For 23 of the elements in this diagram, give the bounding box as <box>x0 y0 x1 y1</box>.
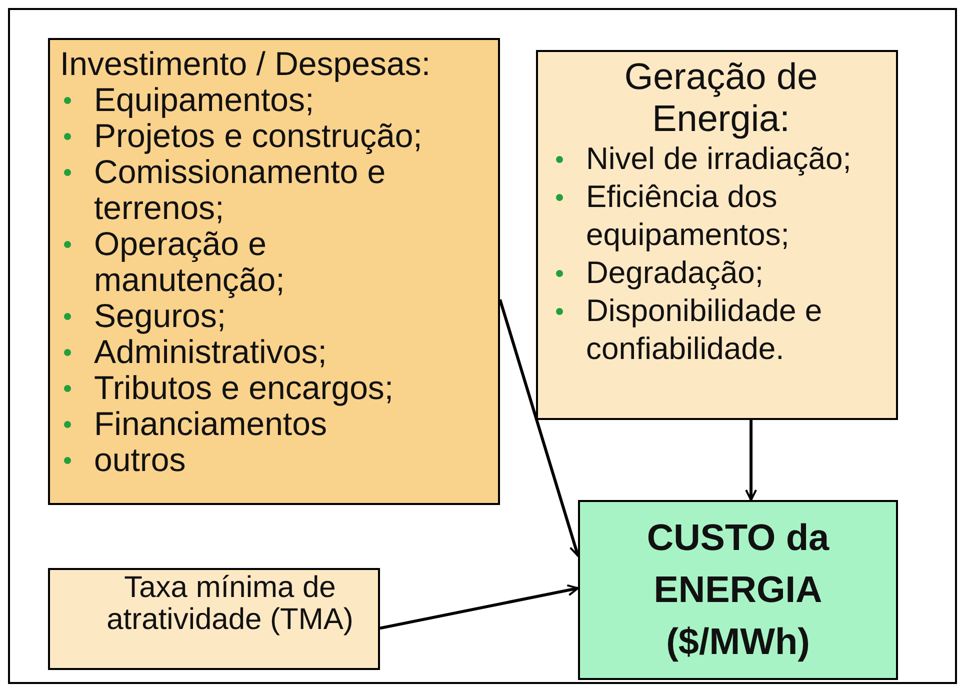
list-item: Projetos e construção; <box>94 117 422 154</box>
list-item: outros <box>94 441 186 478</box>
node-label: Taxa mínima de atratividade (TMA) <box>106 572 354 636</box>
arrow <box>745 420 758 501</box>
list-item: Degradação; <box>586 255 764 290</box>
list-item: Eficiência dos equipamentos; <box>586 179 790 252</box>
result-label: CUSTO da ENERGIA ($/MWh) <box>646 516 830 664</box>
list-item: Administrativos; <box>94 333 327 370</box>
list-item: Tributos e encargos; <box>94 369 394 406</box>
text-box <box>48 568 380 670</box>
list-item: Seguros; <box>94 297 226 334</box>
list-item: Disponibilidade e confiabilidade. <box>586 293 822 366</box>
list-item: Operação e manutenção; <box>94 225 285 298</box>
list-item: Financiamentos <box>94 405 327 442</box>
text-box <box>48 38 500 505</box>
arrow <box>380 584 579 630</box>
list-item: Comissionamento e terrenos; <box>94 153 386 226</box>
list-item: Equipamentos; <box>94 81 314 118</box>
heading: Geração de Energia: <box>623 56 819 140</box>
text-box <box>578 500 898 680</box>
text-box <box>536 50 898 420</box>
heading: Investimento / Despesas: <box>60 46 432 82</box>
list-item: Nivel de irradiação; <box>586 141 852 176</box>
